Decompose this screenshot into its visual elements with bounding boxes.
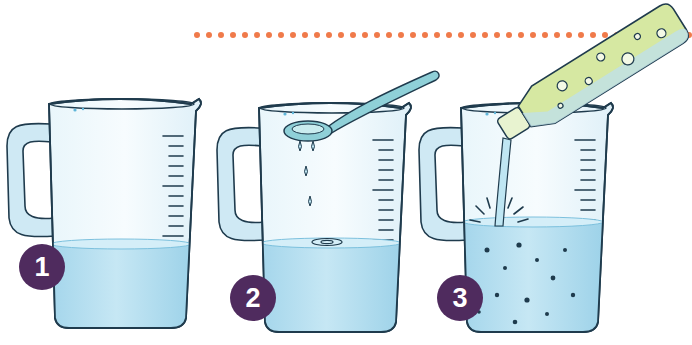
callout-circle: 1 xyxy=(19,244,65,290)
circle-fill xyxy=(230,275,276,321)
ripple xyxy=(312,239,342,246)
bottle xyxy=(491,1,692,149)
drop xyxy=(299,141,302,151)
measuring-jug xyxy=(217,103,420,338)
callout-circle: 2 xyxy=(230,275,276,321)
callout-number: 1 xyxy=(19,244,65,290)
measuring-jug xyxy=(419,103,622,338)
circle-fill xyxy=(437,275,483,321)
callout-number: 3 xyxy=(437,275,483,321)
water xyxy=(250,243,420,338)
callout-circle: 3 xyxy=(437,275,483,321)
callout-number: 2 xyxy=(230,275,276,321)
spoon xyxy=(284,71,439,206)
circle-fill xyxy=(19,244,65,290)
water xyxy=(452,222,622,338)
measuring-jug xyxy=(7,99,210,334)
bubbles xyxy=(477,242,575,324)
splash xyxy=(470,198,528,222)
pouring-stream xyxy=(470,138,528,226)
